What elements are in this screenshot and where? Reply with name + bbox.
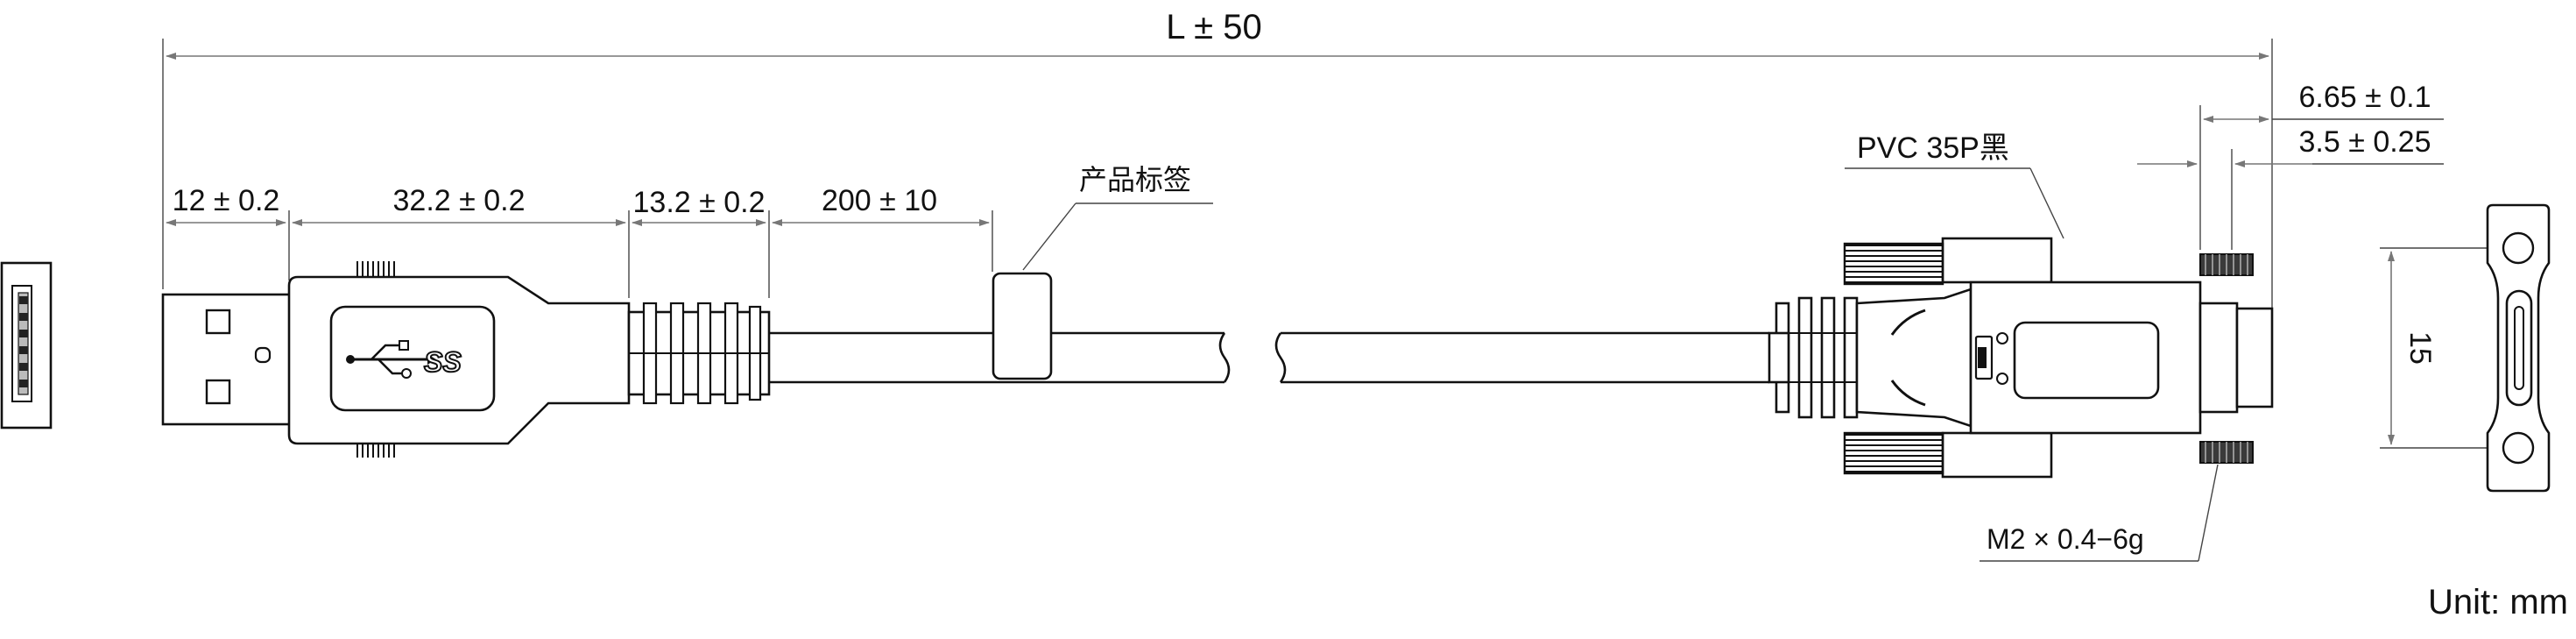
dim-screw-pitch: 15 [2403, 331, 2437, 365]
type-c-connector [1768, 167, 2274, 562]
svg-text:SS: SS [424, 346, 462, 378]
cable [769, 331, 1769, 384]
screw-callout: M2 × 0.4−6g [1987, 523, 2144, 555]
dimension-lines [162, 39, 2496, 449]
usb-a-plug: SS [161, 261, 631, 458]
dim-overall-length: L ± 50 [1166, 8, 1261, 46]
thumb-screw-lower [2199, 441, 2254, 464]
usb-a-end-view [0, 261, 53, 430]
cable-callout: PVC 35P黑 [1857, 131, 2009, 165]
usb-superspeed-icon: SS [346, 340, 462, 379]
upper-screw-fins [1843, 237, 2053, 286]
dim-usb-tip: 12 ± 0.2 [173, 184, 280, 217]
dim-screw-offset: 3.5 ± 0.25 [2299, 125, 2431, 159]
lower-screw-fins [1843, 431, 2053, 479]
dim-label-offset: 200 ± 10 [822, 184, 937, 217]
usb-strain-relief [627, 302, 771, 405]
label-callout: 产品标签 [1079, 164, 1191, 195]
dim-usb-body: 32.2 ± 0.2 [393, 184, 526, 217]
dim-strain-relief: 13.2 ± 0.2 [633, 186, 766, 219]
type-c-end-view [2486, 203, 2551, 493]
dim-connector-width: 6.65 ± 0.1 [2299, 81, 2431, 114]
units-label: Unit: mm [2428, 583, 2568, 621]
product-label-tag [992, 202, 1213, 380]
thumb-screw-upper [2199, 253, 2254, 276]
